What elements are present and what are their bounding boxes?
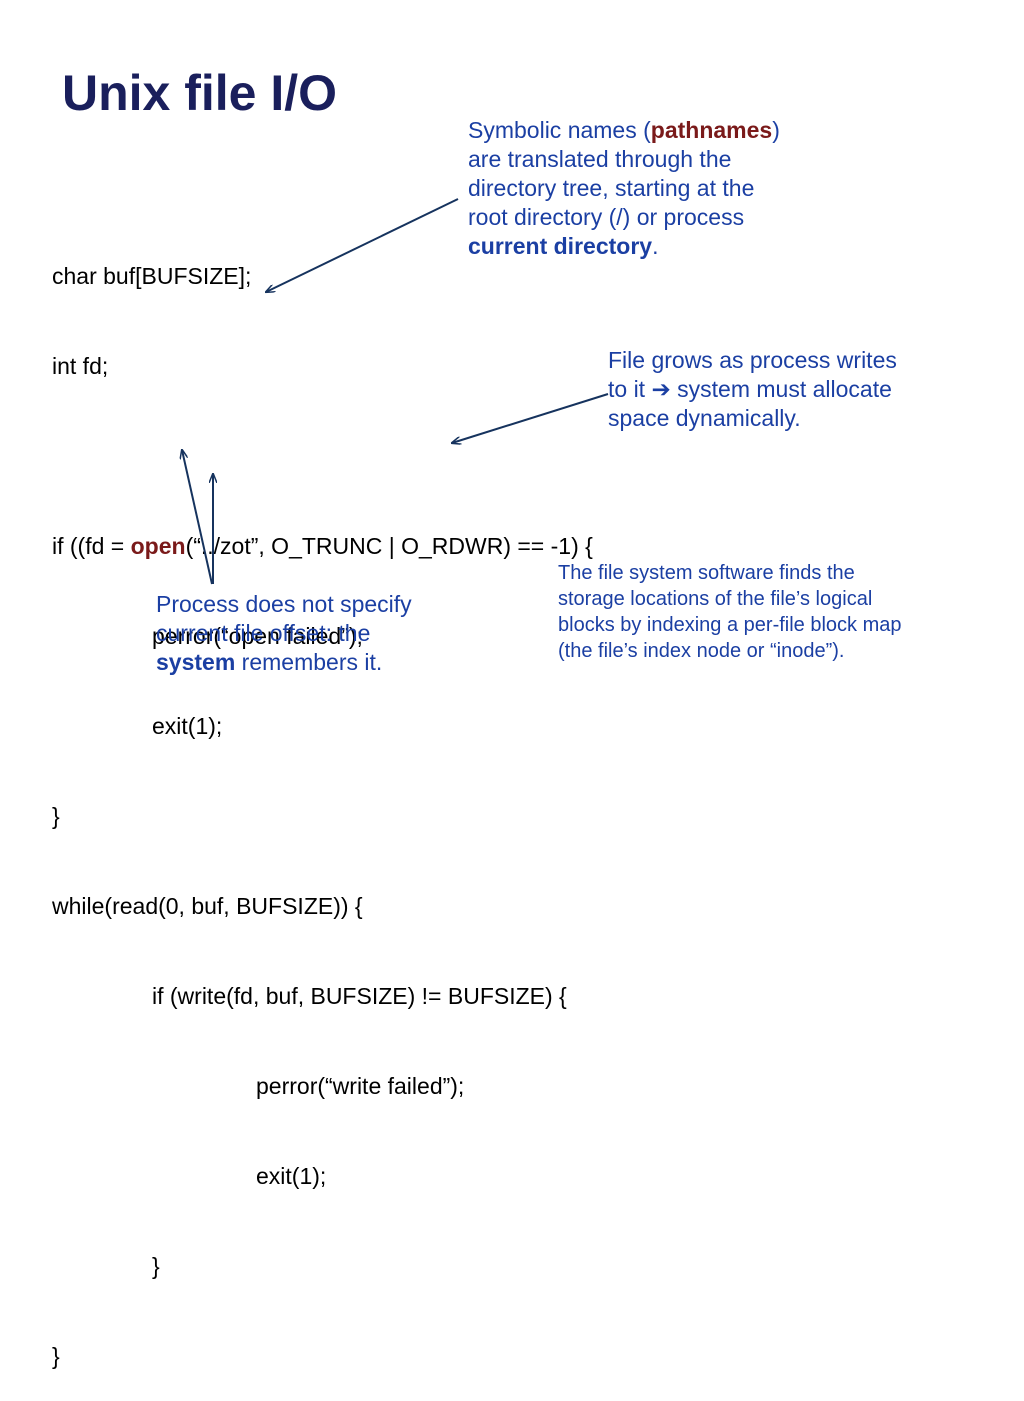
pathnames-note: Symbolic names (pathnames) are translate… (468, 116, 780, 261)
code-text: if ((fd = (52, 533, 131, 559)
code-text: (“../zot”, O_TRUNC | O_RDWR) == -1) { (185, 533, 593, 559)
code-line: int fd; (52, 353, 109, 379)
code-line: } (52, 803, 60, 829)
note-text: ) (772, 117, 780, 143)
code-line: perror(“open failed”); (152, 623, 363, 649)
note-text: to it (608, 376, 652, 402)
code-line: } (52, 1343, 60, 1369)
code-line: perror(“write failed”); (256, 1073, 465, 1099)
note-text: space dynamically. (608, 405, 801, 431)
system-term: system (156, 649, 236, 675)
code-block: char buf[BUFSIZE]; int fd; if ((fd = ope… (52, 201, 593, 1401)
note-text: remembers it. (235, 649, 383, 675)
note-text: directory tree, starting at the (468, 175, 755, 201)
pathnames-term: pathnames (650, 117, 773, 143)
note-text: File grows as process writes (608, 347, 897, 373)
code-line: char buf[BUFSIZE]; (52, 263, 252, 289)
open-keyword: open (130, 533, 186, 559)
code-blank-line (52, 441, 593, 471)
note-text: The file system software finds the (558, 562, 855, 584)
current-directory-term: current directory (468, 233, 653, 259)
note-text: current file offset: the (156, 620, 371, 646)
code-line: exit(1); (152, 713, 223, 739)
note-text: root directory (/) or process (468, 204, 745, 230)
right-arrow-icon: ➔ (651, 376, 671, 402)
code-line: if (write(fd, buf, BUFSIZE) != BUFSIZE) … (152, 983, 567, 1009)
note-text: storage locations of the file’s logical (558, 588, 873, 610)
inode-note: The file system software finds the stora… (558, 560, 902, 664)
note-text: are translated through the (468, 146, 732, 172)
code-line: if ((fd = open(“../zot”, O_TRUNC | O_RDW… (52, 531, 593, 561)
file-grows-note: File grows as process writes to it ➔ sys… (608, 346, 897, 433)
note-text: Symbolic names ( (468, 117, 651, 143)
note-text: Process does not specify (156, 591, 412, 617)
code-line: } (152, 1253, 160, 1279)
file-offset-note: Process does not specify current file of… (156, 590, 412, 677)
slide-title: Unix file I/O (62, 65, 338, 121)
note-text: . (652, 233, 659, 259)
code-line: exit(1); (256, 1163, 327, 1189)
note-text: blocks by indexing a per-file block map (558, 614, 902, 636)
note-text: (the file’s index node or “inode”). (558, 640, 845, 662)
note-text: system must allocate (670, 376, 892, 402)
code-line: while(read(0, buf, BUFSIZE)) { (52, 893, 363, 919)
